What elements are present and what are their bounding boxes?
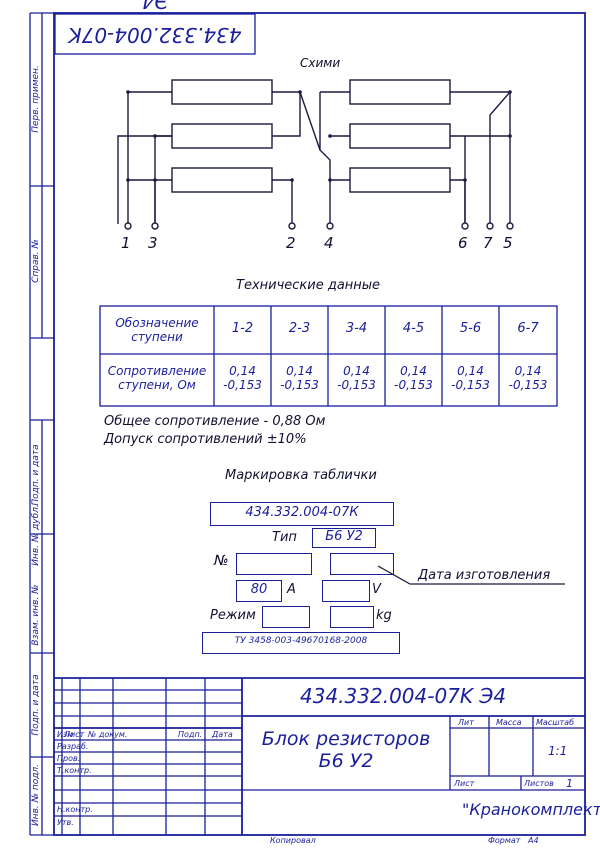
table-col-3-4: 3-4 <box>345 321 368 336</box>
col-rev: Изм <box>57 730 74 739</box>
sheets-label: Листов <box>524 779 554 788</box>
title-doc-code: 434.332.004-07K Э4 <box>300 684 507 708</box>
role-developer: Разраб. <box>57 742 89 751</box>
table-col-1-2: 1-2 <box>231 321 254 336</box>
plate-code: 434.332.004-07К <box>245 505 359 520</box>
scale-value: 1:1 <box>548 744 568 758</box>
plate-date-box <box>330 553 394 575</box>
plate-tu: ТУ 3458-003-49670168-2008 <box>234 636 368 646</box>
format-label: Формат <box>488 836 521 845</box>
terminal-1: 1 <box>121 234 131 252</box>
company-name: "Кранокомплект" <box>462 800 600 819</box>
title-name-line2: Б6 У2 <box>318 750 374 772</box>
role-approved: Утв. <box>57 818 74 827</box>
plate-title: Маркировка таблички <box>225 468 377 483</box>
table-value: 0,14-0,153 <box>451 364 490 392</box>
plate-voltage-unit: V <box>372 582 381 597</box>
plate-mass-box <box>330 606 374 628</box>
plate-current-unit: А <box>287 582 296 597</box>
tolerance: Допуск сопротивлений ±10% <box>104 432 307 447</box>
terminal-2: 2 <box>286 234 296 252</box>
terminal-5: 5 <box>503 234 513 252</box>
sheet-label: Лист <box>454 779 475 788</box>
title-product-name: Блок резисторов Б6 У2 <box>242 728 450 772</box>
plate-type-label: Тип <box>272 530 297 545</box>
role-tech-control: Т.контр. <box>57 766 92 775</box>
plate-type-box <box>312 528 376 548</box>
table-value: 0,14-0,153 <box>223 364 262 392</box>
plate-tu-box <box>202 632 400 654</box>
copied-label: Копировал <box>270 836 316 845</box>
role-norm-control: Н.контр. <box>57 805 93 814</box>
plate-mode-box <box>262 606 310 628</box>
scale-label: Масштаб <box>536 718 575 727</box>
col-date: Дата <box>212 730 233 739</box>
table-col-6-7: 6-7 <box>517 321 539 336</box>
terminal-4: 4 <box>324 234 334 252</box>
col-doc-no: № докум. <box>88 730 128 739</box>
plate-code-box <box>210 502 394 526</box>
mass-label: Масса <box>496 718 522 727</box>
format-value: А4 <box>528 836 539 845</box>
table-col-2-3: 2-3 <box>288 321 311 336</box>
plate-number-box <box>236 553 312 575</box>
table-value: 0,14-0,153 <box>508 364 548 392</box>
terminal-7: 7 <box>483 234 493 252</box>
role-checked: Пров. <box>57 754 81 763</box>
tech-data-title: Технические данные <box>236 278 381 293</box>
schemes-title: Схими <box>300 56 341 70</box>
table-value: 0,14-0,153 <box>280 364 319 392</box>
total-resistance: Общее сопротивление - 0,88 Ом <box>104 414 326 429</box>
col-sheet: Лист <box>64 730 85 739</box>
plate-type-value: Б6 У2 <box>325 529 363 544</box>
col-sign: Подп. <box>178 730 203 739</box>
table-col-4-5: 4-5 <box>402 321 425 336</box>
plate-current-value: 80 <box>250 582 268 597</box>
plate-current-box <box>236 580 282 602</box>
plate-mode-label: Режим <box>210 608 256 623</box>
plate-voltage-box <box>322 580 370 602</box>
terminal-3: 3 <box>148 234 158 252</box>
table-value: 0,14-0,153 <box>337 364 376 392</box>
terminal-6: 6 <box>458 234 468 252</box>
lit-label: Лит <box>458 718 474 727</box>
table-col-5-6: 5-6 <box>459 321 482 336</box>
sheets-value: 1 <box>566 777 573 790</box>
plate-number-label: № <box>214 553 229 569</box>
plate-date-label: Дата изготовления <box>418 568 551 583</box>
table-value: 0,14-0,153 <box>394 364 433 392</box>
title-name-line1: Блок резисторов <box>261 728 431 750</box>
plate-mass-unit: kg <box>376 608 392 623</box>
